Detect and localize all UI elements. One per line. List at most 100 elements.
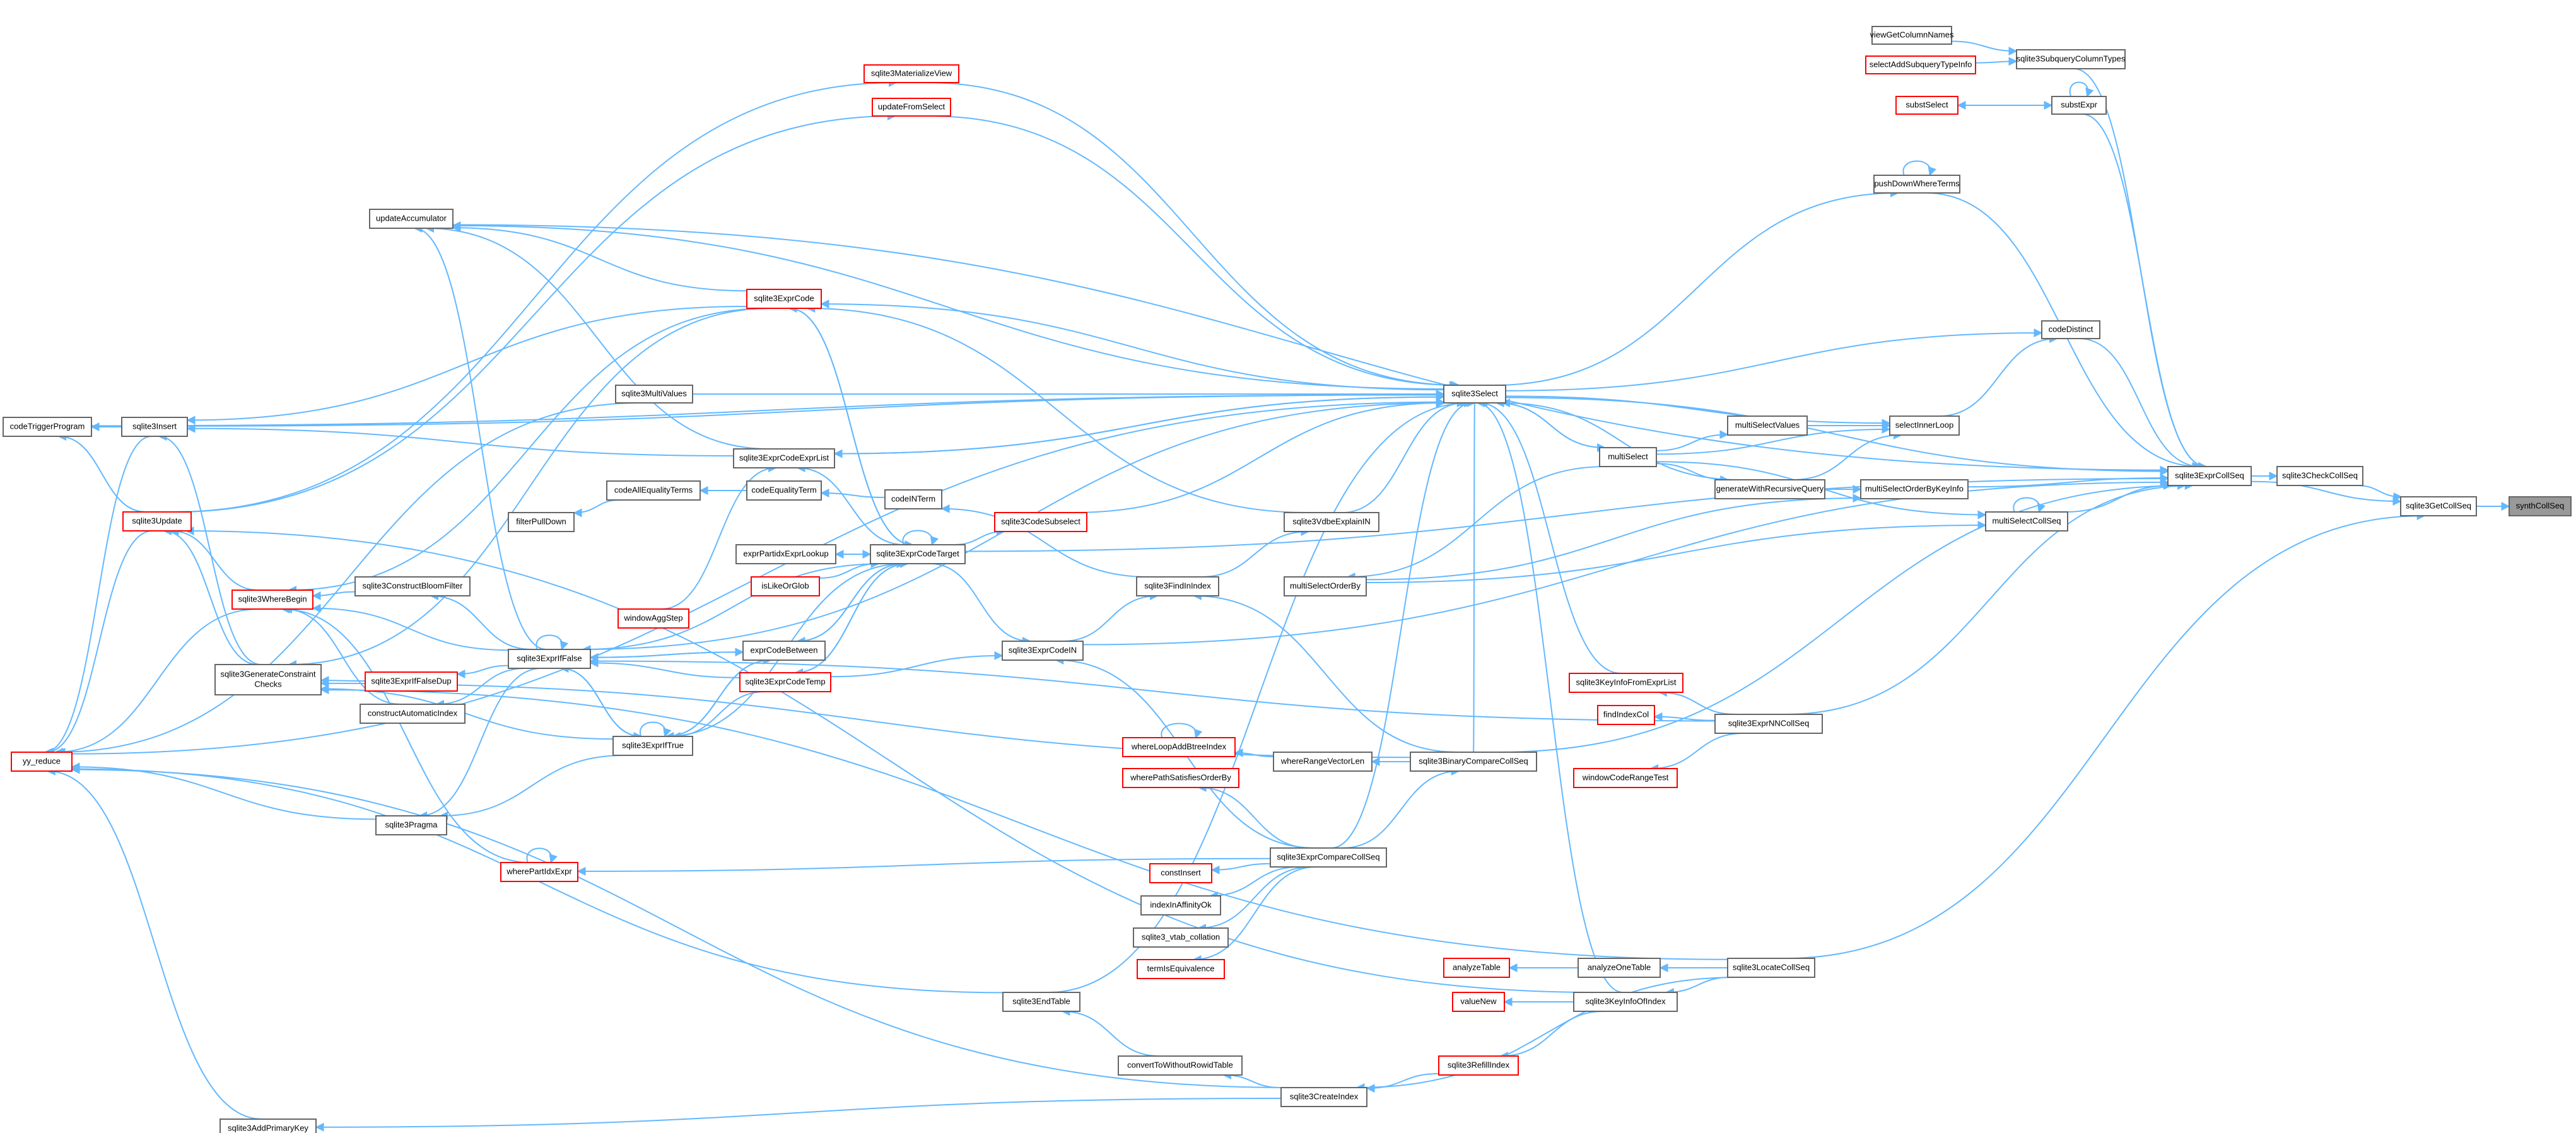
node-sqlite3FindInIndex[interactable]: sqlite3FindInIndex (1136, 576, 1219, 596)
node-sqlite3ExprNNCollSeq[interactable]: sqlite3ExprNNCollSeq (1714, 714, 1823, 734)
edge-sqlite3ConstructBloomFilter-to-sqlite3WhereBegin (312, 591, 356, 600)
node-sqlite3_vtab_collation[interactable]: sqlite3_vtab_collation (1133, 927, 1229, 948)
node-pushDownWhereTerms[interactable]: pushDownWhereTerms (1873, 175, 1960, 194)
node-sqlite3Update[interactable]: sqlite3Update (122, 511, 192, 532)
node-wherePathSatisfiesOrderBy[interactable]: wherePathSatisfiesOrderBy (1122, 768, 1239, 788)
node-label: analyzeTable (1453, 962, 1501, 972)
node-box (231, 590, 313, 610)
node-selectInnerLoop[interactable]: selectInnerLoop (1889, 415, 1960, 436)
node-whereLoopAddBtreeIndex[interactable]: whereLoopAddBtreeIndex (1122, 737, 1236, 757)
edge-sqlite3CheckCollSeq-to-sqlite3GetCollSeq (2356, 485, 2403, 501)
node-analyzeTable[interactable]: analyzeTable (1443, 958, 1510, 978)
node-viewGetColumnNames[interactable]: viewGetColumnNames (1870, 26, 1954, 45)
node-sqlite3KeyInfoOfIndex[interactable]: sqlite3KeyInfoOfIndex (1573, 992, 1678, 1012)
node-multiSelectCollSeq[interactable]: multiSelectCollSeq (1985, 511, 2068, 532)
edge-sqlite3ExprNNCollSeq-to-sqlite3ExprCollSeq (1785, 481, 2194, 715)
node-analyzeOneTable[interactable]: analyzeOneTable (1578, 958, 1661, 978)
node-sqlite3MaterializeView[interactable]: sqlite3MaterializeView (864, 64, 959, 83)
node-box (1284, 512, 1379, 532)
node-box (508, 649, 591, 669)
node-sqlite3AddPrimaryKey[interactable]: sqlite3AddPrimaryKey (220, 1118, 317, 1133)
node-label: sqlite3ExprCollSeq (2175, 470, 2244, 480)
edge-sqlite3BinaryCompareCollSeq-to-sqlite3FindInIndex (1192, 591, 1458, 753)
node-sqlite3RefillIndex[interactable]: sqlite3RefillIndex (1438, 1055, 1519, 1076)
edge-sqlite3KeyInfoOfIndex-to-sqlite3Select (1476, 398, 1624, 993)
node-valueNew[interactable]: valueNew (1452, 992, 1505, 1012)
node-sqlite3ExprCode[interactable]: sqlite3ExprCode (746, 289, 822, 309)
node-findIndexCol[interactable]: findIndexCol (1597, 705, 1655, 725)
node-sqlite3ExprCodeIN[interactable]: sqlite3ExprCodeIN (1002, 641, 1084, 661)
edge-sqlite3ExprCode-to-sqlite3WhereBegin (288, 308, 768, 595)
edge-sqlite3ExprIfFalse-to-exprCodeBetween (590, 648, 744, 658)
node-label: sqlite3ExprCodeIN (1009, 645, 1077, 654)
edge-sqlite3ExprIfFalse-to-sqlite3WhereBegin (312, 603, 509, 651)
node-updateAccumulator[interactable]: updateAccumulator (369, 209, 454, 229)
node-sqlite3SubqueryColumnTypes[interactable]: sqlite3SubqueryColumnTypes (2016, 49, 2126, 69)
node-sqlite3ExprIfFalseDup[interactable]: sqlite3ExprIfFalseDup (365, 671, 458, 692)
node-substSelect[interactable]: substSelect (1895, 96, 1958, 115)
node-sqlite3ExprCodeTarget[interactable]: sqlite3ExprCodeTarget (870, 544, 966, 564)
node-synthCollSeq[interactable]: synthCollSeq (2509, 496, 2572, 516)
node-codeAllEqualityTerms[interactable]: codeAllEqualityTerms (606, 480, 701, 501)
node-substExpr[interactable]: substExpr (2051, 96, 2107, 115)
node-generateWithRecursiveQuery[interactable]: generateWithRecursiveQuery (1714, 479, 1825, 499)
node-sqlite3KeyInfoFromExprList[interactable]: sqlite3KeyInfoFromExprList (1569, 673, 1683, 693)
node-sqlite3ExprIfFalse[interactable]: sqlite3ExprIfFalse (508, 649, 591, 669)
node-whereRangeVectorLen[interactable]: whereRangeVectorLen (1273, 752, 1373, 772)
node-sqlite3VdbeExplainIN[interactable]: sqlite3VdbeExplainIN (1284, 512, 1379, 532)
node-sqlite3BinaryCompareCollSeq[interactable]: sqlite3BinaryCompareCollSeq (1410, 752, 1537, 772)
edge-sqlite3ExprNNCollSeq-to-sqlite3KeyInfoFromExprList (1658, 688, 1736, 715)
node-sqlite3CodeSubselect[interactable]: sqlite3CodeSubselect (994, 512, 1087, 532)
node-windowCodeRangeTest[interactable]: windowCodeRangeTest (1573, 768, 1678, 788)
node-sqlite3ExprIfTrue[interactable]: sqlite3ExprIfTrue (612, 736, 693, 756)
node-sqlite3ConstructBloomFilter[interactable]: sqlite3ConstructBloomFilter (354, 576, 471, 596)
node-whereIndexExprTrans[interactable]: wherePartIdxExpr (500, 862, 578, 882)
node-sqlite3GetCollSeq[interactable]: sqlite3GetCollSeq (2400, 496, 2477, 516)
node-updateFromSelect[interactable]: updateFromSelect (872, 98, 951, 117)
node-codeTriggerProgram[interactable]: codeTriggerProgram (3, 417, 92, 437)
node-codeINTerm[interactable]: codeINTerm (884, 489, 942, 509)
node-yy_reduce[interactable]: yy_reduce (11, 752, 73, 772)
node-termIsEquivalence[interactable]: termIsEquivalence (1137, 959, 1225, 979)
node-isLikeOrGlob[interactable]: isLikeOrGlob (751, 576, 820, 596)
node-sqlite3ExprCollSeq[interactable]: sqlite3ExprCollSeq (2167, 466, 2252, 486)
node-multiSelectValues[interactable]: multiSelectValues (1727, 415, 1808, 436)
node-sqlite3Insert[interactable]: sqlite3Insert (121, 417, 188, 437)
node-box (1597, 705, 1655, 725)
node-filterPullDown[interactable]: filterPullDown (508, 512, 575, 532)
node-sqlite3ExprCodeExprList[interactable]: sqlite3ExprCodeExprList (733, 448, 835, 468)
node-multiSelect[interactable]: multiSelect (1599, 447, 1657, 467)
edge-sqlite3VdbeExplainIN-to-sqlite3ExprCode (806, 304, 1309, 513)
edge-sqlite3ExprCode-to-updateAccumulator (452, 223, 747, 292)
node-constructAutomaticIndex[interactable]: constructAutomaticIndex (360, 704, 465, 724)
node-codeEqualityTerm[interactable]: codeEqualityTerm (746, 480, 822, 501)
node-sqlite3EndTable[interactable]: sqlite3EndTable (1002, 992, 1080, 1012)
node-box (122, 511, 192, 532)
node-sqlite3Select[interactable]: sqlite3Select (1443, 385, 1506, 404)
node-codeDistinct[interactable]: codeDistinct (2041, 320, 2100, 339)
node-sqlite3WhereBegin[interactable]: sqlite3WhereBegin (231, 590, 313, 610)
node-sqlite3ExprCompareCollSeq[interactable]: sqlite3ExprCompareCollSeq (1270, 847, 1387, 868)
node-constInsert[interactable]: constInsert (1149, 863, 1212, 883)
node-sqlite3CreateIndex[interactable]: sqlite3CreateIndex (1280, 1087, 1367, 1107)
node-sqlite3ExprCodeTemp[interactable]: sqlite3ExprCodeTemp (739, 672, 831, 692)
node-box (1714, 714, 1823, 734)
node-selectAddSubqueryTypeInfo[interactable]: selectAddSubqueryTypeInfo (1865, 55, 1976, 74)
node-convertToWithoutRowidTable[interactable]: convertToWithoutRowidTable (1118, 1055, 1243, 1076)
node-sqlite3CheckCollSeq[interactable]: sqlite3CheckCollSeq (2276, 466, 2363, 486)
node-label: codeTriggerProgram (10, 421, 85, 431)
node-windowAggStep[interactable]: windowAggStep (618, 608, 689, 629)
node-sqlite3MultiValues[interactable]: sqlite3MultiValues (615, 385, 693, 404)
node-multiSelectOrderByKeyInfo[interactable]: multiSelectOrderByKeyInfo (1860, 479, 1969, 499)
edge-sqlite3FindInIndex-to-sqlite3VdbeExplainIN (1200, 527, 1310, 578)
node-label: wherePartIdxExpr (506, 866, 572, 876)
node-exprPartidxExprLookup[interactable]: exprPartidxExprLookup (735, 544, 836, 564)
edge-sqlite3ExprCodeTarget-to-sqlite3ExprCodeIN (930, 563, 1031, 646)
node-label: sqlite3Insert (132, 421, 177, 431)
node-sqlite3Pragma[interactable]: sqlite3Pragma (375, 815, 447, 835)
node-exprCodeBetween[interactable]: exprCodeBetween (742, 641, 826, 661)
node-multiSelectOrderBy[interactable]: multiSelectOrderBy (1284, 576, 1367, 596)
node-indexInAffinityOk[interactable]: indexInAffinityOk (1140, 895, 1221, 915)
node-sqlite3LocateCollSeq[interactable]: sqlite3LocateCollSeq (1727, 958, 1815, 978)
